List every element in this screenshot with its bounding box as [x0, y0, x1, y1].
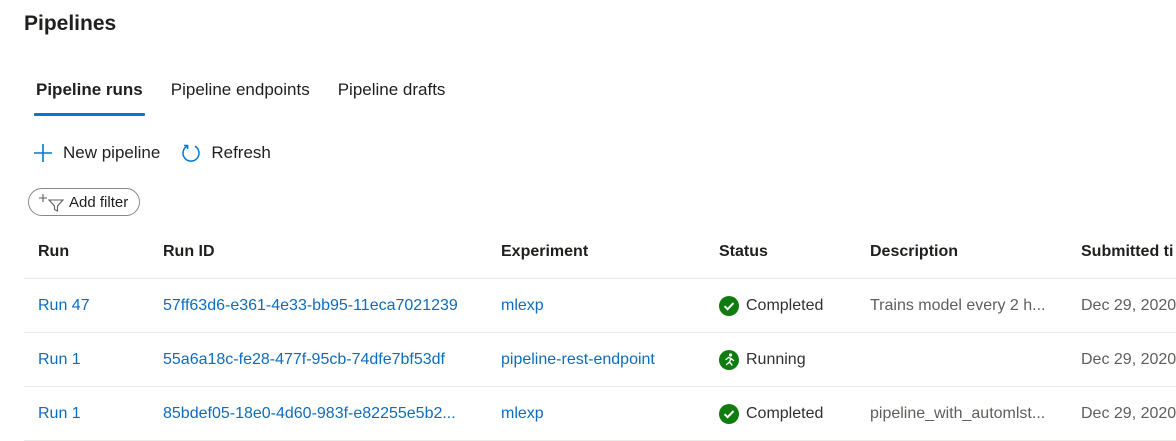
- add-filter-icon: [39, 194, 65, 212]
- column-header-submitted-time[interactable]: Submitted ti: [1067, 226, 1176, 279]
- new-pipeline-label: New pipeline: [63, 143, 161, 162]
- refresh-icon: [182, 144, 201, 162]
- run-link[interactable]: Run 47: [24, 278, 149, 333]
- page-title: Pipelines: [24, 12, 117, 35]
- description-cell: pipeline_with_automlst...: [856, 386, 1067, 441]
- column-header-status[interactable]: Status: [705, 226, 856, 279]
- tab-bar: Pipeline runs Pipeline endpoints Pipelin…: [22, 76, 459, 116]
- experiment-link[interactable]: mlexp: [487, 278, 705, 333]
- refresh-label: Refresh: [211, 143, 271, 162]
- refresh-button[interactable]: Refresh: [180, 142, 271, 164]
- column-header-run-id[interactable]: Run ID: [149, 226, 487, 279]
- run-id-link[interactable]: 57ff63d6-e361-4e33-bb95-11eca7021239: [149, 278, 487, 333]
- run-link[interactable]: Run 1: [24, 386, 149, 441]
- submitted-time-cell: Dec 29, 2020: [1067, 278, 1176, 333]
- run-id-link[interactable]: 85bdef05-18e0-4d60-983f-e82255e5b2...: [149, 386, 487, 441]
- check-circle-icon: [719, 403, 739, 424]
- description-cell: Trains model every 2 h...: [856, 278, 1067, 333]
- run-link[interactable]: Run 1: [24, 332, 149, 387]
- table-row[interactable]: Run 1 85bdef05-18e0-4d60-983f-e82255e5b2…: [24, 386, 1176, 441]
- pipeline-runs-table: Run Run ID Experiment Status Description…: [24, 226, 1176, 441]
- status-cell: Completed: [705, 278, 856, 333]
- table-row[interactable]: Run 1 55a6a18c-fe28-477f-95cb-74dfe7bf53…: [24, 332, 1176, 387]
- table-header-row: Run Run ID Experiment Status Description…: [24, 226, 1176, 279]
- status-cell: Completed: [705, 386, 856, 441]
- status-text: Completed: [746, 296, 824, 314]
- submitted-time-cell: Dec 29, 2020: [1067, 386, 1176, 441]
- submitted-time-cell: Dec 29, 2020: [1067, 332, 1176, 387]
- column-header-run[interactable]: Run: [24, 226, 149, 279]
- tab-pipeline-runs[interactable]: Pipeline runs: [34, 76, 145, 116]
- add-filter-button[interactable]: Add filter: [28, 188, 141, 216]
- plus-icon: [34, 144, 52, 162]
- status-cell: Running: [705, 332, 856, 387]
- run-id-link[interactable]: 55a6a18c-fe28-477f-95cb-74dfe7bf53df: [149, 332, 487, 387]
- description-cell: [856, 332, 1067, 387]
- tab-pipeline-endpoints[interactable]: Pipeline endpoints: [170, 80, 310, 99]
- status-text: Completed: [746, 404, 824, 422]
- status-text: Running: [746, 350, 806, 368]
- tab-pipeline-drafts[interactable]: Pipeline drafts: [337, 80, 446, 99]
- experiment-link[interactable]: mlexp: [487, 386, 705, 441]
- toolbar: New pipeline Refresh: [32, 142, 291, 164]
- experiment-link[interactable]: pipeline-rest-endpoint: [487, 332, 705, 387]
- column-header-description[interactable]: Description: [856, 226, 1067, 279]
- check-circle-icon: [719, 295, 739, 316]
- column-header-experiment[interactable]: Experiment: [487, 226, 705, 279]
- running-icon: [719, 349, 739, 370]
- table-row[interactable]: Run 47 57ff63d6-e361-4e33-bb95-11eca7021…: [24, 278, 1176, 333]
- new-pipeline-button[interactable]: New pipeline: [32, 142, 160, 164]
- add-filter-label: Add filter: [69, 193, 129, 211]
